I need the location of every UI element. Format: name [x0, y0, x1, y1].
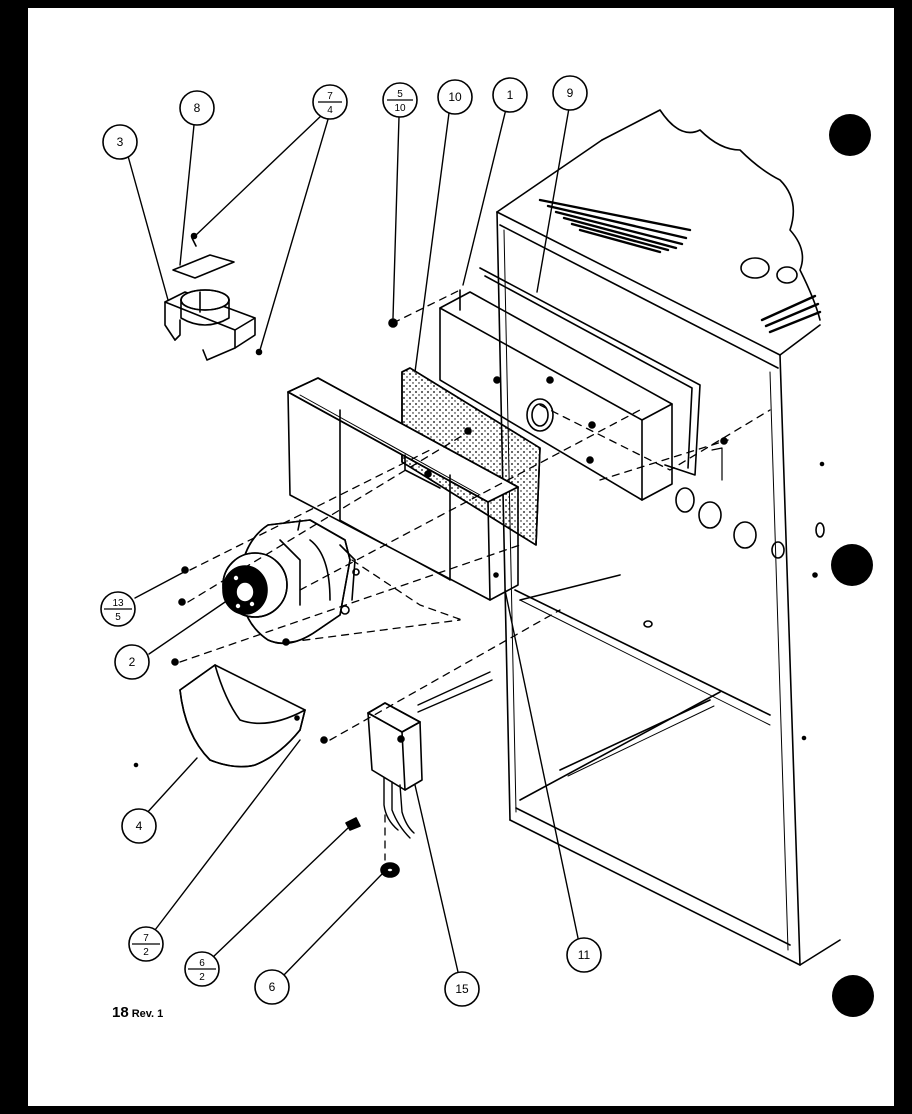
svg-text:2: 2 — [143, 947, 149, 958]
svg-text:6: 6 — [269, 980, 276, 994]
collector-box-part — [439, 289, 673, 501]
svg-text:8: 8 — [194, 101, 201, 115]
svg-text:13: 13 — [112, 598, 124, 609]
cover-box-part — [287, 377, 519, 601]
svg-text:9: 9 — [567, 86, 574, 100]
callout-7-over-4: 7 4 — [312, 84, 348, 120]
callout-11: 11 — [566, 937, 602, 973]
svg-text:3: 3 — [117, 135, 124, 149]
svg-text:7: 7 — [143, 933, 149, 944]
svg-text:1: 1 — [507, 88, 514, 102]
binder-hole-bottom — [832, 975, 874, 1017]
paper-sheet — [28, 8, 894, 1106]
callout-2: 2 — [114, 644, 150, 680]
svg-text:6: 6 — [199, 958, 205, 969]
leader-lines — [127, 107, 579, 978]
svg-text:15: 15 — [455, 982, 469, 996]
svg-text:2: 2 — [129, 655, 136, 669]
revision-label: Rev. 1 — [131, 1008, 164, 1020]
callout-1: 1 — [492, 77, 528, 113]
callout-10: 10 — [437, 79, 473, 115]
gasket-part — [479, 267, 701, 476]
callout-5-over-10: 5 10 — [382, 82, 418, 118]
assembly-dashed-lines — [179, 289, 771, 861]
callout-9: 9 — [552, 75, 588, 111]
callout-4: 4 — [121, 808, 157, 844]
pressure-switch-part — [345, 671, 493, 878]
svg-text:5: 5 — [115, 612, 121, 623]
callout-7-over-2: 7 2 — [128, 926, 164, 962]
svg-text:11: 11 — [578, 948, 591, 962]
callout-3: 3 — [102, 124, 138, 160]
callout-8: 8 — [179, 90, 215, 126]
binder-hole-middle — [831, 544, 873, 586]
page-number: 18 — [112, 1004, 129, 1021]
svg-text:10: 10 — [448, 90, 462, 104]
binder-hole-top — [829, 114, 871, 156]
svg-text:4: 4 — [327, 105, 333, 116]
svg-text:4: 4 — [136, 819, 143, 833]
callout-6-over-2: 6 2 — [184, 951, 220, 987]
svg-text:5: 5 — [397, 89, 403, 100]
svg-text:7: 7 — [327, 91, 333, 102]
vent-collar-part — [164, 232, 263, 361]
callout-6: 6 — [254, 969, 290, 1005]
callout-13-over-5: 13 5 — [100, 591, 136, 627]
cabinet-assembly — [496, 109, 841, 966]
heat-shield-part — [179, 664, 306, 768]
callout-15: 15 — [444, 971, 480, 1007]
svg-text:10: 10 — [394, 103, 406, 114]
svg-text:2: 2 — [199, 972, 205, 983]
inducer-motor-part — [222, 519, 360, 645]
